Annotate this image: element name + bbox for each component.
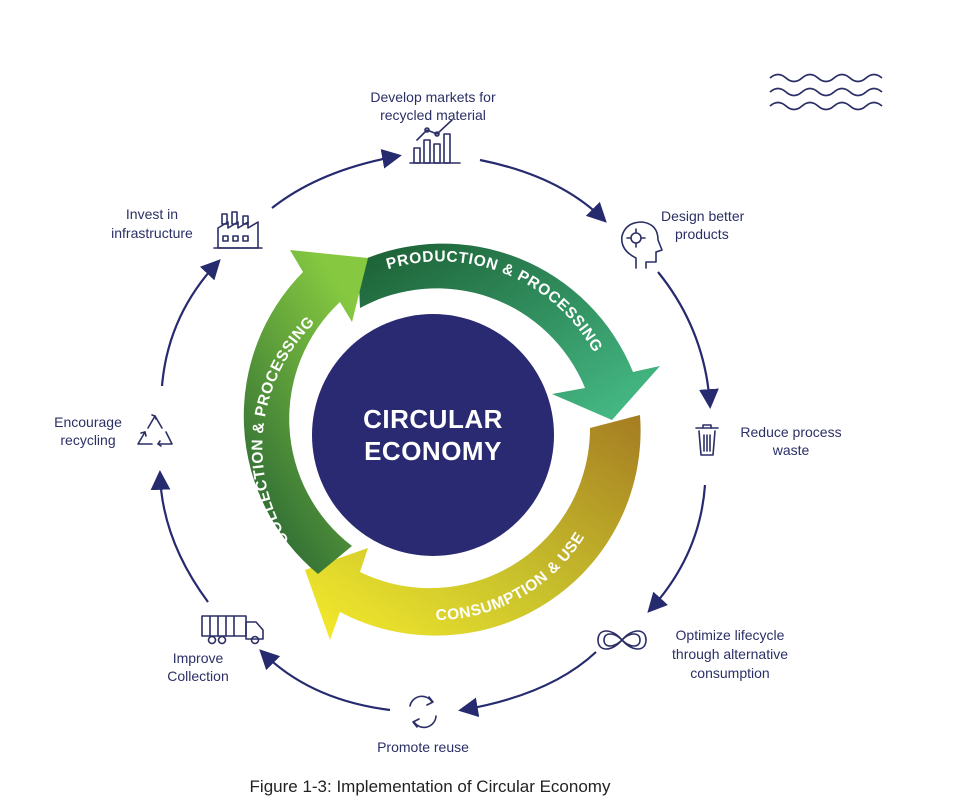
center-title-line1: CIRCULAR — [363, 404, 503, 434]
improve-collection-line1: Improve — [173, 650, 224, 666]
figure-caption: Figure 1-3: Implementation of Circular E… — [250, 777, 611, 796]
develop-markets-line2: recycled material — [380, 107, 486, 123]
reduce-waste-line1: Reduce process — [740, 424, 841, 440]
invest-line2: infrastructure — [111, 225, 193, 241]
optimize-line2: through alternative — [672, 646, 788, 662]
truck-icon — [201, 615, 264, 645]
encourage-recycling-line2: recycling — [60, 432, 115, 448]
collection-arc — [243, 250, 368, 574]
cycle-arrow-4 — [647, 484, 707, 613]
step-reduce-waste: Reduce process waste — [695, 424, 842, 458]
develop-markets-line1: Develop markets for — [370, 89, 496, 105]
invest-line1: Invest in — [126, 206, 178, 222]
consumption-arc — [305, 415, 641, 640]
step-improve-collection: Improve Collection — [167, 615, 264, 684]
step-optimize-lifecycle: Optimize lifecycle through alternative c… — [597, 627, 788, 681]
step-promote-reuse: Promote reuse — [377, 695, 469, 755]
design-better-line2: products — [675, 226, 729, 242]
center-circle: CIRCULAR ECONOMY — [312, 314, 554, 556]
cycle-arrow-3 — [657, 271, 719, 409]
cycle-arrow-8 — [160, 259, 221, 387]
head-gear-icon — [620, 221, 663, 269]
step-design-better: Design better products — [620, 208, 745, 269]
infinity-icon — [597, 630, 647, 650]
design-better-line1: Design better — [661, 208, 745, 224]
reuse-arrows-icon — [409, 695, 437, 729]
waves-icon — [769, 73, 883, 111]
step-invest-infrastructure: Invest in infrastructure — [111, 206, 263, 249]
improve-collection-line2: Collection — [167, 668, 228, 684]
outer-cycle — [150, 149, 719, 718]
center-title-line2: ECONOMY — [364, 436, 502, 466]
reduce-waste-line2: waste — [772, 442, 810, 458]
step-develop-markets: Develop markets for recycled material — [370, 89, 496, 164]
factory-icon — [213, 211, 263, 249]
cycle-arrow-2 — [479, 158, 607, 223]
step-encourage-recycling: Encourage recycling — [54, 414, 173, 448]
cycle-arrow-5 — [458, 651, 597, 718]
optimize-line3: consumption — [690, 665, 769, 681]
encourage-recycling-line1: Encourage — [54, 414, 122, 430]
optimize-line1: Optimize lifecycle — [676, 627, 785, 643]
promote-reuse-line1: Promote reuse — [377, 739, 469, 755]
trash-bin-icon — [695, 424, 719, 456]
production-arc — [358, 243, 660, 420]
cycle-arrow-7 — [150, 470, 209, 603]
cycle-arrow-6 — [259, 649, 391, 712]
cycle-arrow-1 — [271, 149, 402, 209]
bar-chart-icon — [409, 119, 461, 164]
recycle-icon — [137, 414, 173, 447]
